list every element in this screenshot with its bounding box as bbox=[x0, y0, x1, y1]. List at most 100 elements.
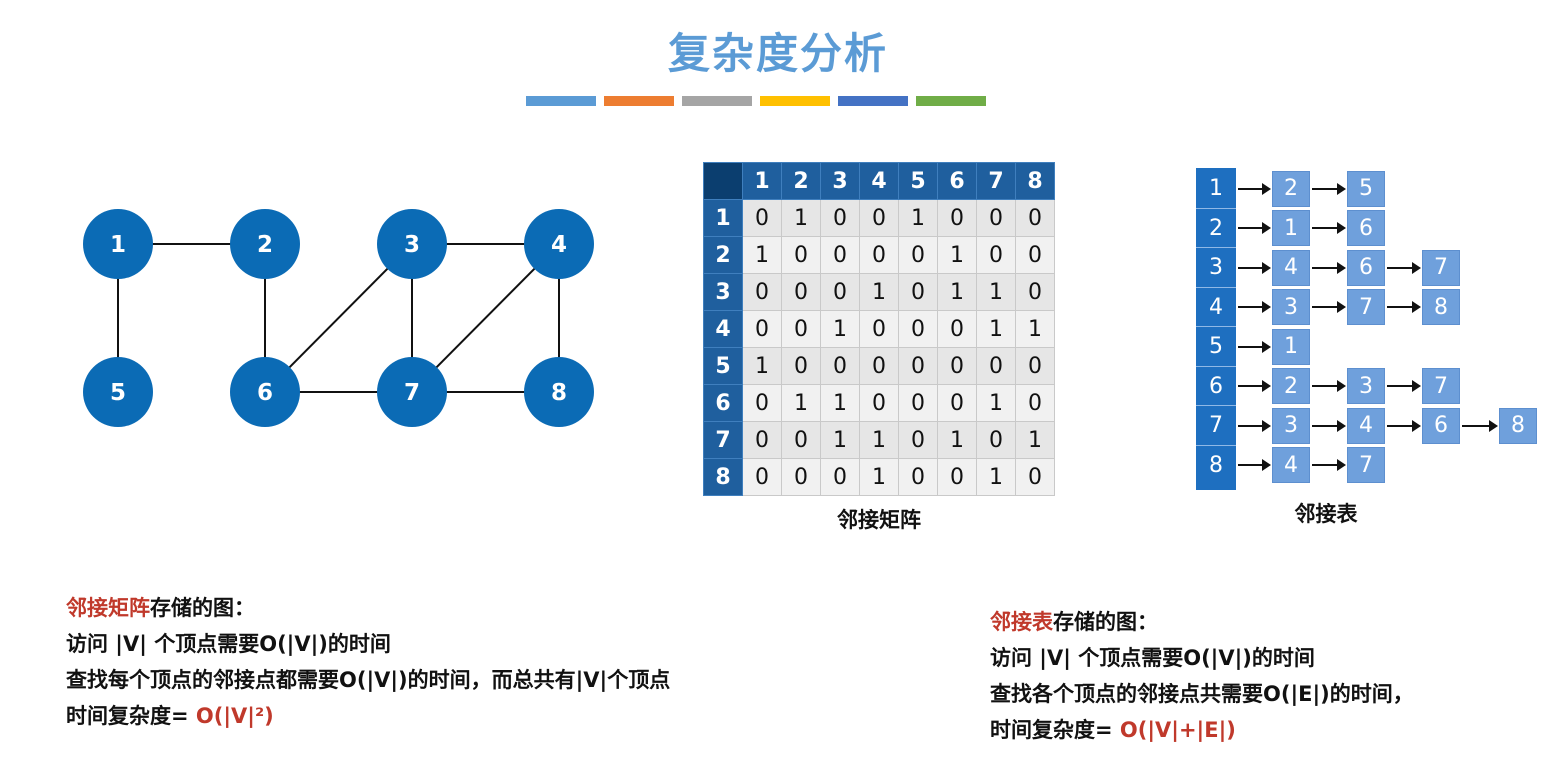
matrix-cell: 0 bbox=[742, 273, 782, 311]
matrix-cell: 0 bbox=[820, 347, 860, 385]
vertex-separator bbox=[1196, 326, 1236, 327]
graph-node-5 bbox=[83, 357, 153, 427]
matrix-cell: 0 bbox=[1015, 236, 1055, 274]
matrix-cell: 0 bbox=[781, 421, 821, 459]
graph-node-label: 4 bbox=[551, 232, 567, 258]
list-arrow bbox=[1238, 419, 1271, 432]
list-node: 4 bbox=[1272, 249, 1310, 286]
matrix-cell: 0 bbox=[1015, 458, 1055, 496]
graph-node-7 bbox=[377, 357, 447, 427]
color-bar-segment bbox=[916, 96, 986, 106]
matrix-cell: 0 bbox=[742, 458, 782, 496]
color-bar-segment bbox=[682, 96, 752, 106]
color-bar-segment bbox=[526, 96, 596, 106]
graph-node-label: 1 bbox=[110, 232, 126, 258]
graph-node-8 bbox=[524, 357, 594, 427]
matrix-analysis: 邻接矩阵存储的图： 访问 |V| 个顶点需要O(|V|)的时间 查找每个顶点的邻… bbox=[66, 590, 670, 734]
matrix-cell: 1 bbox=[820, 421, 860, 459]
vertex-separator bbox=[1196, 365, 1236, 367]
list-arrow bbox=[1312, 261, 1346, 274]
vertex-cell: 2 bbox=[1209, 215, 1223, 241]
graph-node-label: 8 bbox=[551, 380, 567, 406]
list-complexity: 时间复杂度= O(|V|+|E|) bbox=[990, 712, 1414, 748]
matrix-cell: 1 bbox=[742, 347, 782, 385]
matrix-analysis-label: 邻接矩阵 bbox=[66, 596, 150, 620]
matrix-column-header: 5 bbox=[898, 162, 938, 200]
list-arrow bbox=[1312, 419, 1346, 432]
matrix-cell: 1 bbox=[976, 273, 1016, 311]
list-arrow bbox=[1312, 222, 1346, 235]
list-analysis-heading: 邻接表存储的图： bbox=[990, 604, 1414, 640]
matrix-complexity-value: O(|V|²) bbox=[195, 704, 274, 728]
graph-node-2 bbox=[230, 209, 300, 279]
matrix-cell: 1 bbox=[820, 384, 860, 422]
list-analysis-label: 邻接表 bbox=[990, 610, 1053, 634]
matrix-cell: 0 bbox=[742, 421, 782, 459]
matrix-cell: 1 bbox=[976, 310, 1016, 348]
color-bar-segment bbox=[604, 96, 674, 106]
list-node: 7 bbox=[1422, 368, 1460, 405]
graph-node-4 bbox=[524, 209, 594, 279]
matrix-cell: 0 bbox=[976, 421, 1016, 459]
matrix-analysis-line2: 查找每个顶点的邻接点都需要O(|V|)的时间，而总共有|V|个顶点 bbox=[66, 668, 671, 692]
vertex-cell: 5 bbox=[1209, 334, 1223, 359]
matrix-cell: 0 bbox=[898, 458, 938, 496]
matrix-cell: 0 bbox=[742, 199, 782, 237]
list-analysis-line1: 访问 |V| 个顶点需要O(|V|)的时间 bbox=[990, 646, 1315, 670]
matrix-cell: 1 bbox=[1015, 421, 1055, 459]
graph-node-1 bbox=[83, 209, 153, 279]
vertex-separator bbox=[1196, 247, 1236, 248]
list-complexity-label: 时间复杂度= bbox=[990, 718, 1120, 742]
list-analysis: 邻接表存储的图： 访问 |V| 个顶点需要O(|V|)的时间 查找各个顶点的邻接… bbox=[990, 604, 1414, 748]
matrix-cell: 0 bbox=[898, 273, 938, 311]
matrix-cell: 0 bbox=[937, 310, 977, 348]
matrix-cell: 0 bbox=[1015, 384, 1055, 422]
matrix-cell: 0 bbox=[742, 384, 782, 422]
list-node: 3 bbox=[1272, 407, 1310, 444]
vertex-separator bbox=[1196, 207, 1236, 209]
matrix-cell: 1 bbox=[937, 421, 977, 459]
list-node: 2 bbox=[1272, 170, 1310, 207]
color-bar-segment bbox=[838, 96, 908, 106]
list-arrow bbox=[1387, 301, 1421, 314]
matrix-cell: 1 bbox=[859, 421, 899, 459]
graph-node-label: 7 bbox=[404, 380, 420, 406]
matrix-cell: 0 bbox=[976, 347, 1016, 385]
list-node: 3 bbox=[1272, 289, 1310, 326]
matrix-cell: 0 bbox=[781, 273, 821, 311]
list-arrow bbox=[1238, 261, 1271, 274]
matrix-cell: 0 bbox=[976, 199, 1016, 237]
vertex-cell: 1 bbox=[1209, 176, 1223, 201]
matrix-corner bbox=[703, 162, 743, 200]
list-arrow bbox=[1238, 222, 1271, 235]
list-node: 4 bbox=[1347, 407, 1385, 444]
matrix-cell: 0 bbox=[781, 236, 821, 274]
matrix-column-header: 6 bbox=[937, 162, 977, 200]
color-bar bbox=[526, 96, 986, 106]
matrix-cell: 0 bbox=[859, 384, 899, 422]
matrix-cell: 0 bbox=[937, 199, 977, 237]
matrix-column-header: 1 bbox=[742, 162, 782, 200]
matrix-cell: 0 bbox=[781, 458, 821, 496]
matrix-cell: 1 bbox=[820, 310, 860, 348]
matrix-row-header: 7 bbox=[703, 421, 743, 459]
slide-title: 复杂度分析 bbox=[667, 29, 888, 78]
list-node: 3 bbox=[1347, 368, 1385, 405]
list-node: 6 bbox=[1347, 249, 1385, 286]
vertex-cell: 4 bbox=[1209, 294, 1223, 320]
matrix-complexity-label: 时间复杂度= bbox=[66, 704, 196, 728]
list-arrow bbox=[1238, 340, 1271, 353]
list-arrow bbox=[1312, 459, 1346, 472]
matrix-row-header: 8 bbox=[703, 458, 743, 496]
matrix-cell: 0 bbox=[781, 347, 821, 385]
matrix-row-header: 1 bbox=[703, 199, 743, 237]
list-node: 6 bbox=[1422, 407, 1460, 444]
list-node: 7 bbox=[1422, 249, 1460, 286]
list-arrow bbox=[1312, 182, 1346, 195]
matrix-row-header: 3 bbox=[703, 273, 743, 311]
matrix-column-header: 8 bbox=[1015, 162, 1055, 200]
vertex-cell: 6 bbox=[1209, 373, 1223, 399]
